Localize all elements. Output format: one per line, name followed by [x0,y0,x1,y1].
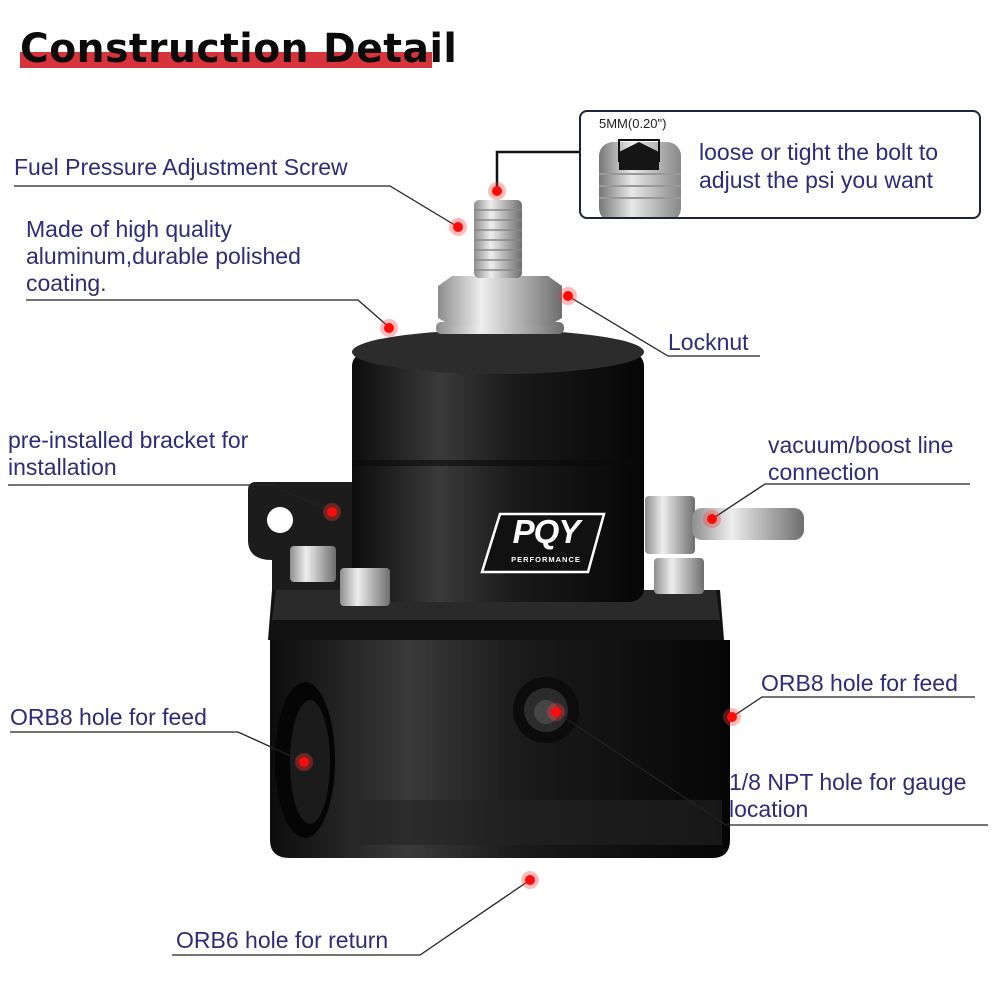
label-bracket-line1: pre-installed bracket for [8,427,249,453]
label-bracket: pre-installed bracket for installation [8,427,248,481]
label-vacuum: vacuum/boost line connection [768,432,953,486]
label-npt: 1/8 NPT hole for gauge location [729,769,966,823]
label-locknut: Locknut [668,329,749,355]
regulator-base [268,590,730,858]
marker-orb8-left [299,757,309,767]
dimension-label: 5MM(0.20") [599,116,667,131]
label-orb8-right: ORB8 hole for feed [761,670,958,696]
label-material: Made of high quality aluminum,durable po… [26,216,301,297]
label-vacuum-line2: connection [768,459,880,485]
adjustment-screw-assembly [436,200,564,334]
label-material-line2: aluminum,durable polished [26,243,301,269]
marker-orb8-right [727,712,737,722]
brand-name: PQY [512,513,581,550]
label-orb6: ORB6 hole for return [176,927,389,953]
brand-subtitle: PERFORMANCE [511,555,581,564]
label-bracket-line2: installation [8,454,117,480]
bracket-shape [248,482,352,600]
title-underline [20,52,432,68]
label-npt-line2: location [729,796,809,822]
inset-caption-line2: adjust the psi you want [699,167,933,193]
label-adjustment-screw: Fuel Pressure Adjustment Screw [14,154,348,180]
inset-caption: loose or tight the bolt to adjust the ps… [699,138,938,194]
marker-adjustment-screw [453,222,463,232]
vacuum-fitting [645,496,804,554]
leader-lines [8,150,988,956]
marker-orb6 [525,875,535,885]
page-title: Construction Detail [20,26,458,72]
hex-socket-screw-icon [599,139,681,217]
label-npt-line1: 1/8 NPT hole for gauge [729,769,967,795]
marker-locknut [563,291,573,301]
marker-vacuum [707,514,717,524]
inset-caption-line1: loose or tight the bolt to [699,139,939,165]
label-orb8-left: ORB8 hole for feed [10,704,207,730]
marker-bracket [327,507,337,517]
bolts [290,546,704,606]
brand-logo [480,512,606,574]
label-vacuum-line1: vacuum/boost line [768,432,954,458]
label-material-line3: coating. [26,270,107,296]
label-material-line1: Made of high quality [26,216,232,242]
marker-material [384,323,394,333]
screw-detail-inset: 5MM(0.20") loose or tight the bolt to ad… [579,110,981,219]
marker-npt [551,707,561,717]
marker-screw-top [492,186,502,196]
